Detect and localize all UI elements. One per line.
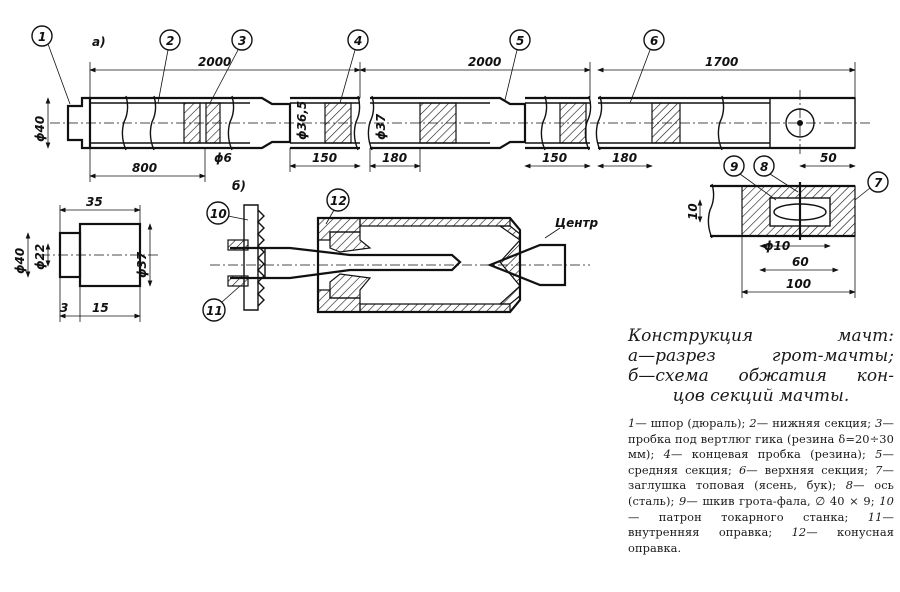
caption-line-1: Конструкция мачт: [628, 326, 894, 346]
dim-d36: ϕ36,5 [295, 101, 309, 140]
plug-dim-d40: ϕ40 [13, 248, 27, 274]
cap-dim-10: 10 [686, 203, 700, 220]
dim-section1: 2000 [198, 55, 231, 69]
inner-mandrel [230, 246, 462, 280]
callout-10: 10 [206, 201, 249, 225]
legend-num: 6 [738, 462, 747, 477]
parts-legend: 1— шпор (дюраль); 2— нижняя секция; 3— п… [628, 416, 894, 556]
callout-5: 5 [504, 29, 531, 101]
legend-num: 8 [845, 478, 854, 493]
plug-dim-15: 15 [92, 301, 109, 315]
svg-text:9: 9 [730, 160, 738, 174]
caption-line-3: б—схема обжатия кон- [628, 366, 894, 386]
legend-text: — патрон токарного станка; [628, 509, 868, 524]
legend-text: — нижняя секция; [756, 416, 876, 430]
svg-text:6: 6 [650, 34, 658, 48]
dim-150b: 150 [542, 151, 567, 165]
svg-text:3: 3 [238, 34, 246, 48]
figure-caption: Конструкция мачт: а—разрез грот-мачты; б… [628, 326, 894, 406]
dim-180b: 180 [612, 151, 637, 165]
legend-text: — средняя секция; [628, 447, 894, 477]
legend-num: 3 [875, 416, 883, 430]
cap-dim-60: 60 [792, 255, 809, 269]
legend-text: — заглушка топовая (ясень, бук); [628, 462, 894, 493]
callout-6: 6 [629, 29, 665, 104]
heel-detail: 35 ϕ40 ϕ22 ϕ37 3 15 [13, 195, 160, 322]
legend-text: — шпор (дюраль); [635, 416, 750, 430]
legend-num: 11 [867, 509, 883, 524]
dim-180a: 180 [382, 151, 407, 165]
svg-text:11: 11 [206, 304, 223, 318]
legend-num: 7 [875, 462, 883, 477]
dim-800: 800 [132, 161, 157, 175]
plug-dim-d37: ϕ37 [135, 251, 149, 278]
svg-text:10: 10 [210, 207, 227, 221]
top-cap-detail: 10 ϕ10 60 100 9 8 7 [686, 155, 889, 298]
legend-text: — шкив грота-фала, ∅ 40 × 9; [686, 493, 880, 508]
legend-num: 9 [679, 493, 687, 508]
legend-text: — концевая пробка (резина); [670, 447, 876, 462]
legend-num: 4 [663, 447, 671, 462]
view-a-label: а) [92, 35, 106, 49]
svg-text:5: 5 [516, 34, 524, 48]
lathe-chuck [243, 204, 259, 311]
legend-text: — верхняя секция; [746, 462, 876, 477]
callout-2: 2 [157, 29, 181, 104]
legend-num: 1 [628, 416, 636, 430]
legend-text: — пробка под вертлюг гика (резина δ=20÷3… [628, 416, 894, 462]
legend-text: — внутренняя оправка; [628, 509, 894, 540]
callout-3: 3 [209, 29, 253, 104]
plug-dim-3: 3 [60, 301, 68, 315]
cap-dim-d10: ϕ10 [764, 239, 790, 253]
svg-text:7: 7 [874, 176, 883, 190]
view-b-label: б) [232, 179, 246, 193]
dim-150a: 150 [312, 151, 337, 165]
legend-num: 12 [791, 525, 807, 540]
caption-line-4: цов секций мачты. [672, 386, 850, 406]
swaging-scheme: б) Центр 10 11 12 [202, 179, 599, 322]
dim-section3: 1700 [705, 55, 738, 69]
callout-11: 11 [202, 285, 241, 322]
legend-text: — ось (сталь); [628, 478, 894, 508]
cap-dim-100: 100 [786, 277, 811, 291]
callout-1: 1 [31, 25, 71, 105]
mast-section-view: а) [31, 25, 870, 182]
callout-4: 4 [339, 29, 369, 104]
dim-d37: ϕ37 [374, 113, 388, 140]
caption-line-2: а—разрез грот-мачты; [628, 346, 894, 366]
svg-text:12: 12 [330, 194, 347, 208]
svg-text:8: 8 [760, 160, 768, 174]
dim-d6: ϕ6 [214, 151, 232, 165]
legend-num: 2 [749, 416, 757, 430]
plug-dim-d22: ϕ22 [33, 244, 47, 270]
svg-text:2: 2 [166, 34, 174, 48]
legend-num: 5 [875, 447, 883, 462]
callout-8: 8 [753, 155, 799, 193]
callout-12: 12 [325, 188, 350, 225]
legend-num: 10 [879, 493, 894, 508]
callout-7: 7 [854, 171, 889, 201]
plug-dim-35: 35 [86, 195, 103, 209]
svg-text:1: 1 [38, 30, 46, 44]
callout-9: 9 [723, 155, 777, 201]
legend-text: — конусная оправка. [628, 525, 895, 555]
dim-d40: ϕ40 [33, 116, 47, 142]
svg-text:4: 4 [353, 34, 362, 48]
dim-section2: 2000 [468, 55, 501, 69]
dim-50: 50 [820, 151, 837, 165]
center-label: Центр [555, 216, 599, 230]
